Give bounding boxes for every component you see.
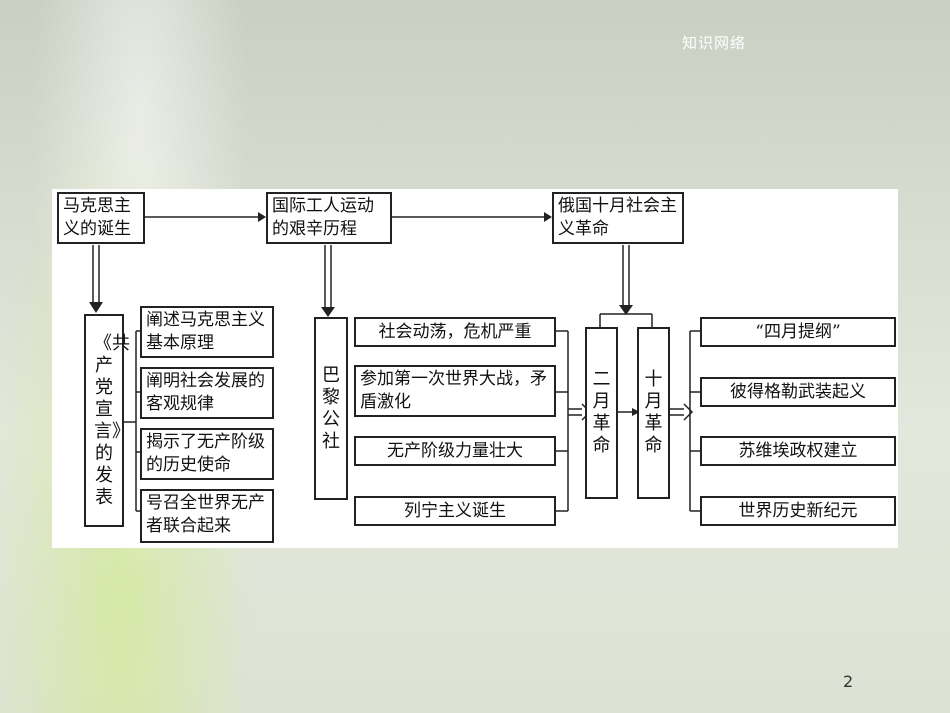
october-revolution-box: 俄国十月社会主义革命 [552,192,684,244]
russia-item-1: 社会动荡，危机严重 [354,317,556,347]
knowledge-diagram: 马克思主义的诞生 国际工人运动的艰辛历程 俄国十月社会主义革命 《共产党宣言》的… [52,189,898,548]
intl-workers-box: 国际工人运动的艰辛历程 [266,192,392,244]
february-revolution-box: 二月革命 [585,327,618,499]
october-box: 十月革命 [637,327,670,499]
result-2: 彼得格勒武装起义 [700,377,896,407]
result-4: 世界历史新纪元 [700,496,896,526]
russia-item-4: 列宁主义诞生 [354,496,556,526]
result-3: 苏维埃政权建立 [700,436,896,466]
manifesto-item-2: 阐明社会发展的客观规律 [140,367,274,419]
paris-commune-label: 巴黎公社 [322,364,340,452]
manifesto-label: 《共产党宣言》的发表 [94,332,130,508]
slide-header: 知识网络 [682,34,747,52]
manifesto-item-3: 揭示了无产阶级的历史使命 [140,428,274,480]
connector-lines [89,212,700,512]
manifesto-item-4: 号召全世界无产者联合起来 [140,489,274,543]
page-number: 2 [843,672,854,691]
february-label: 二月革命 [592,369,611,456]
russia-item-3: 无产阶级力量壮大 [354,436,556,466]
marxism-birth-box: 马克思主义的诞生 [57,192,145,244]
manifesto-box: 《共产党宣言》的发表 [84,314,130,527]
russia-item-2: 参加第一次世界大战，矛盾激化 [354,365,556,417]
result-1: “四月提纲” [700,317,896,347]
manifesto-item-1: 阐述马克思主义基本原理 [140,306,274,358]
october-label: 十月革命 [644,369,663,456]
paris-commune-box: 巴黎公社 [314,317,348,500]
